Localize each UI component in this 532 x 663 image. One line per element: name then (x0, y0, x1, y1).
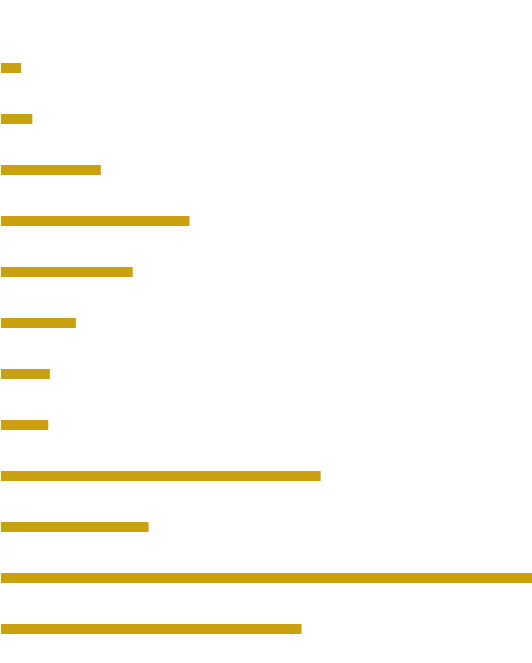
bar-4 (1, 216, 190, 226)
bar-2 (1, 114, 33, 124)
bar-12 (1, 624, 302, 634)
bar-5 (1, 267, 133, 277)
bar-8 (1, 420, 49, 430)
bars-layer (1, 63, 532, 634)
bar-11 (1, 573, 532, 583)
bar-10 (1, 522, 149, 532)
bar-9 (1, 471, 321, 481)
bar-7 (1, 369, 50, 379)
bar-1 (1, 63, 22, 73)
bar-6 (1, 318, 76, 328)
bar-3 (1, 165, 101, 175)
